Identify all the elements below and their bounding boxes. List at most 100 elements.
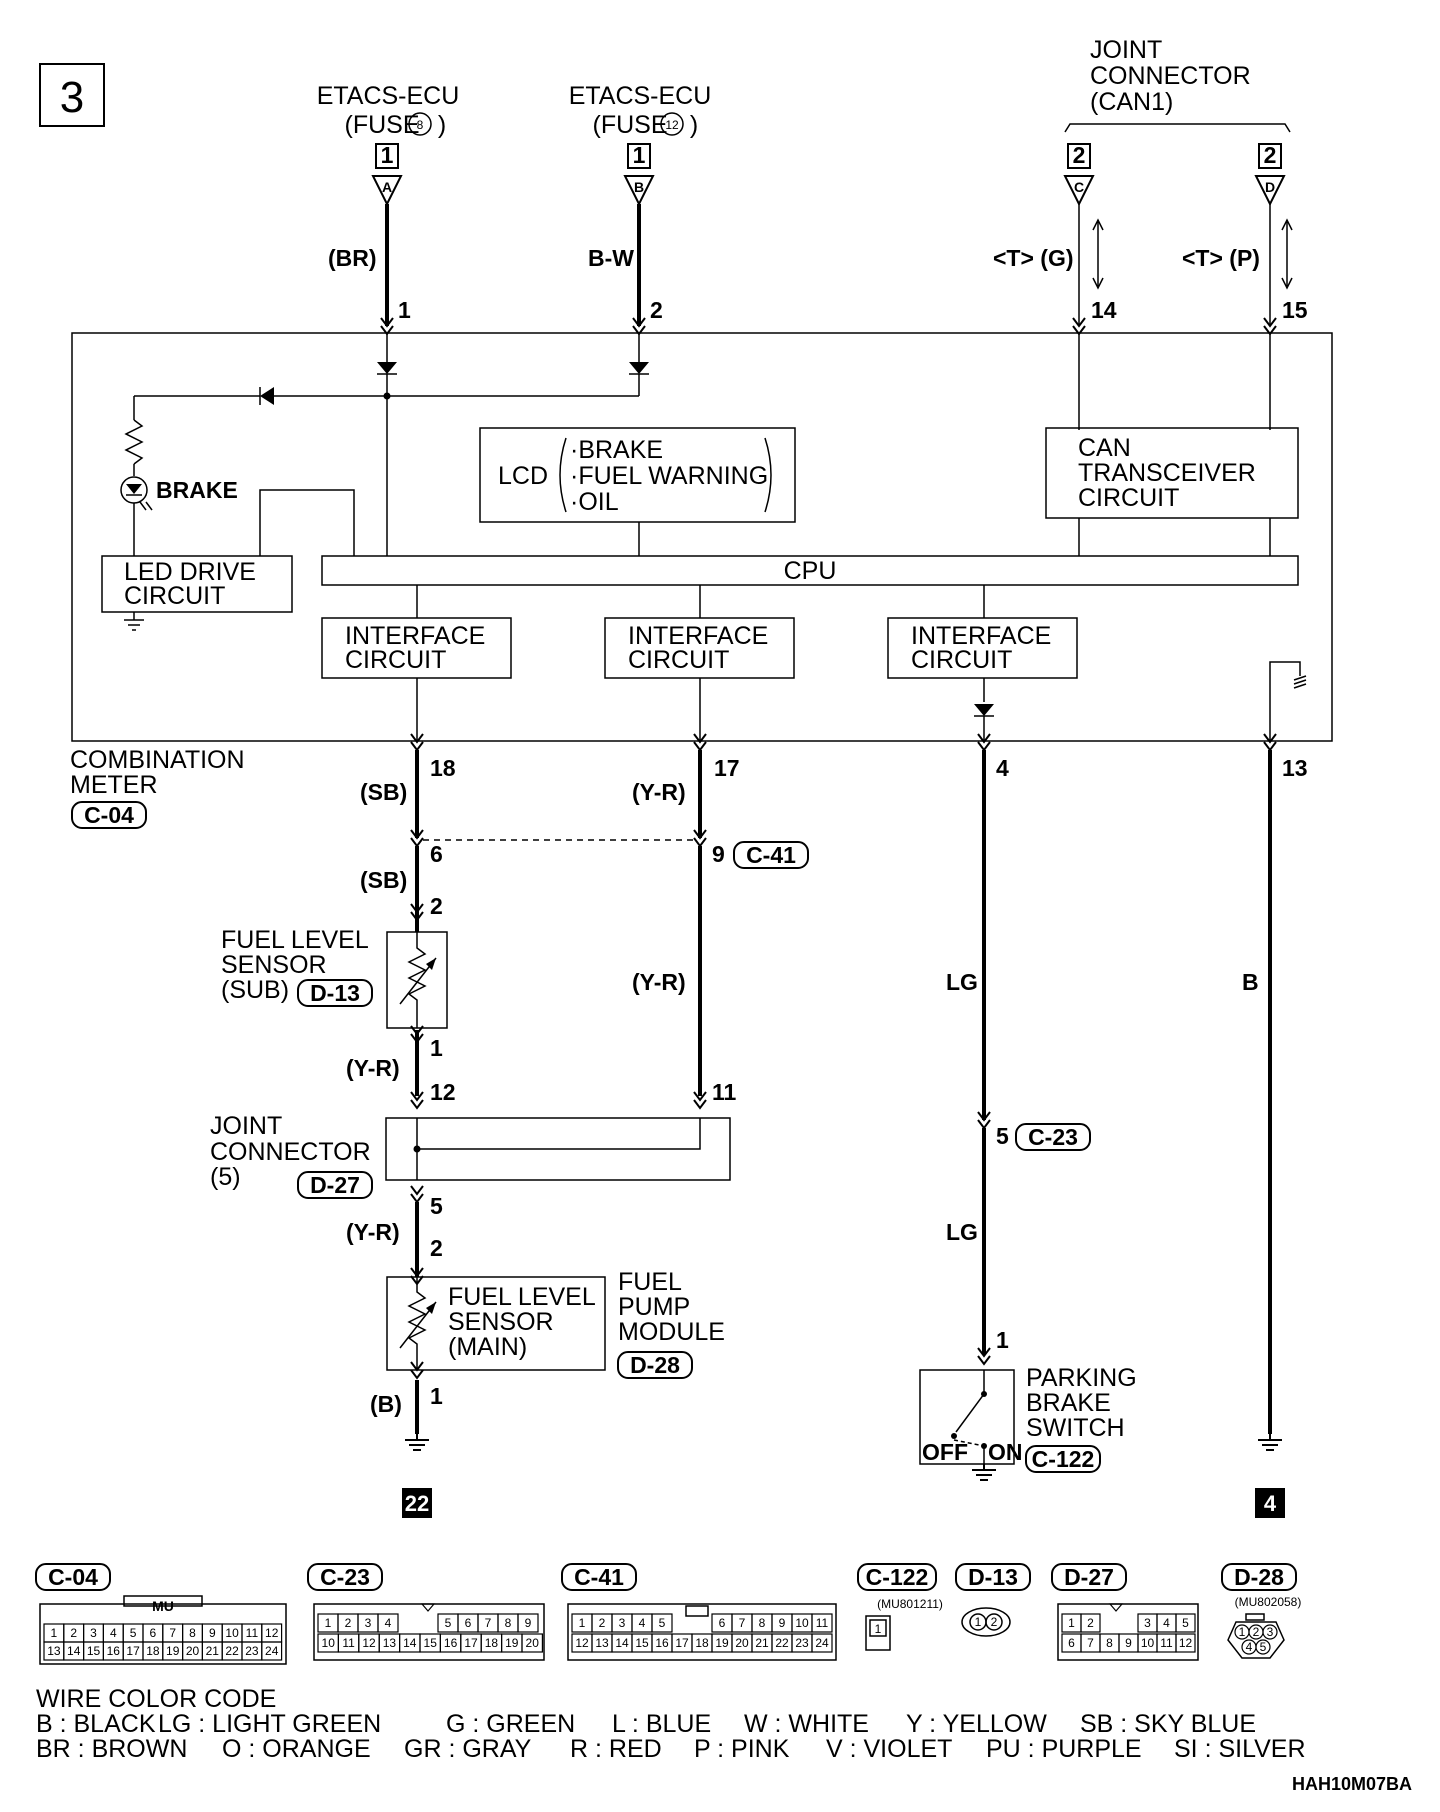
svg-text:WIRE COLOR CODE: WIRE COLOR CODE — [36, 1685, 276, 1713]
svg-text:(FUSE: (FUSE — [345, 111, 420, 139]
pin-2: 2 — [650, 297, 663, 323]
connector-pin-number: 11 — [342, 1636, 355, 1650]
connector-pin-number: 1 — [1068, 1616, 1075, 1630]
connector-pin-number: 7 — [1087, 1636, 1094, 1650]
connector-pin-number: 11 — [1160, 1636, 1173, 1650]
pin-15: 15 — [1282, 297, 1308, 323]
svg-text:SENSOR: SENSOR — [221, 951, 327, 979]
svg-text:OFF: OFF — [922, 1439, 968, 1465]
svg-text:CIRCUIT: CIRCUIT — [1078, 484, 1179, 512]
svg-text:D-27: D-27 — [1064, 1564, 1114, 1590]
connector-pin-number: 5 — [1260, 1640, 1267, 1654]
svg-text:P : PINK: P : PINK — [694, 1735, 790, 1763]
connector-pin-number: 7 — [485, 1616, 492, 1630]
svg-text:(MAIN): (MAIN) — [448, 1333, 527, 1361]
svg-text:INTERFACE: INTERFACE — [911, 622, 1051, 650]
svg-text:JOINT: JOINT — [210, 1112, 282, 1140]
svg-text:CIRCUIT: CIRCUIT — [628, 646, 729, 674]
svg-text:PARKING: PARKING — [1026, 1364, 1137, 1392]
connector-pin-number: 4 — [110, 1626, 117, 1640]
connector-pin-number: 11 — [816, 1616, 829, 1630]
joint-connector-can1: JOINT CONNECTOR (CAN1) 2 C 2 D — [1063, 36, 1291, 207]
svg-text:D-13: D-13 — [310, 980, 360, 1006]
svg-text:INTERFACE: INTERFACE — [628, 622, 768, 650]
connector-pin-number: 2 — [70, 1626, 77, 1640]
svg-text:D-13: D-13 — [968, 1564, 1018, 1590]
svg-text:L : BLUE: L : BLUE — [612, 1710, 711, 1738]
connector-pin-number: 21 — [755, 1636, 769, 1650]
connector-pin-number: 17 — [675, 1636, 689, 1650]
connector-pin-number: 1 — [325, 1616, 332, 1630]
svg-text:TRANSCEIVER: TRANSCEIVER — [1078, 459, 1256, 487]
connector-pin-number: 20 — [186, 1644, 200, 1658]
svg-text:C-122: C-122 — [1032, 1446, 1095, 1472]
connector-c23-label: C-23 — [1028, 1124, 1078, 1150]
svg-text:1: 1 — [875, 1622, 882, 1636]
svg-text:LCD: LCD — [498, 462, 548, 490]
svg-text:(MU801211): (MU801211) — [877, 1597, 943, 1611]
connector-pin-number: 2 — [1253, 1625, 1260, 1639]
connector-pin-number: 18 — [695, 1636, 709, 1650]
wire-color-lg-low: LG — [946, 1219, 978, 1245]
pin-18: 18 — [430, 755, 456, 781]
pin-13: 13 — [1282, 755, 1308, 781]
connector-c41-label: C-41 — [746, 842, 796, 868]
svg-text:·FUEL WARNING: ·FUEL WARNING — [570, 462, 768, 490]
wire-color-tg: <T> (G) — [993, 245, 1074, 271]
svg-text:R : RED: R : RED — [570, 1735, 662, 1763]
parking-brake-switch: OFF ON PARKING BRAKE SWITCH C-122 — [919, 1364, 1137, 1481]
etacs-fuse-8-source: ETACS-ECU (FUSE 8 ) 1 A — [317, 82, 459, 207]
connector-pin-number: 6 — [1068, 1636, 1075, 1650]
connector-pin-cell — [517, 1613, 539, 1633]
connector-pin-number: 19 — [715, 1636, 729, 1650]
pin-2a: 2 — [430, 893, 443, 919]
connector-c23-tag — [1015, 1123, 1091, 1151]
svg-text:CONNECTOR: CONNECTOR — [1090, 62, 1251, 90]
page-number-box — [39, 63, 105, 127]
connector-pin-number: 9 — [1125, 1636, 1132, 1650]
connector-pin-number: 1 — [1239, 1625, 1246, 1639]
connector-pin-number: 2 — [599, 1616, 606, 1630]
connector-pin-number: 14 — [403, 1636, 417, 1650]
connector-pin-number: 6 — [465, 1616, 472, 1630]
svg-text:BR : BROWN: BR : BROWN — [36, 1735, 187, 1763]
wire-color-yr-bottom: (Y-R) — [346, 1219, 400, 1245]
connector-pin-number: 10 — [322, 1636, 336, 1650]
svg-text:SB : SKY BLUE: SB : SKY BLUE — [1080, 1710, 1256, 1738]
connector-pin-number: 5 — [1182, 1616, 1189, 1630]
svg-text:LED DRIVE: LED DRIVE — [124, 558, 256, 586]
connector-pin-number: 17 — [464, 1636, 478, 1650]
connector-face-d13: D-13 1 2 — [955, 1563, 1031, 1637]
wire-color-br: (BR) — [328, 245, 377, 271]
pin-14: 14 — [1091, 297, 1117, 323]
connector-pin-cell — [261, 1641, 283, 1661]
connector-pin-number: 5 — [445, 1616, 452, 1630]
connector-pin-number: 15 — [424, 1636, 438, 1650]
svg-text:1: 1 — [633, 142, 646, 168]
svg-text:ON: ON — [988, 1439, 1023, 1465]
connector-pin-cell — [811, 1633, 833, 1653]
pin-4: 4 — [996, 755, 1009, 781]
connector-pin-number: 4 — [1246, 1640, 1253, 1654]
svg-text:CIRCUIT: CIRCUIT — [124, 582, 225, 610]
connector-pin-cell — [1262, 1624, 1278, 1640]
connector-pin-number: 3 — [619, 1616, 626, 1630]
svg-text:C-23: C-23 — [320, 1564, 370, 1590]
wire-color-yr-mid: (Y-R) — [632, 969, 686, 995]
connector-pin-number: 15 — [87, 1644, 101, 1658]
svg-text:PU : PURPLE: PU : PURPLE — [986, 1735, 1142, 1763]
connector-pin-number: 20 — [735, 1636, 749, 1650]
connector-pin-number: 8 — [505, 1616, 512, 1630]
diagram-code: HAH10M07BA — [1292, 1774, 1412, 1794]
svg-text:C-41: C-41 — [574, 1564, 624, 1590]
svg-text:(SUB): (SUB) — [221, 976, 289, 1004]
brake-led-label: BRAKE — [156, 477, 238, 503]
connector-pin-number: 8 — [189, 1626, 196, 1640]
svg-text:1: 1 — [381, 142, 394, 168]
svg-text:MODULE: MODULE — [618, 1318, 725, 1346]
connector-pin-number: 17 — [126, 1644, 140, 1658]
svg-text:CPU: CPU — [784, 557, 837, 585]
fuel-level-sensor-sub: FUEL LEVEL SENSOR (SUB) D-13 — [221, 926, 448, 1029]
